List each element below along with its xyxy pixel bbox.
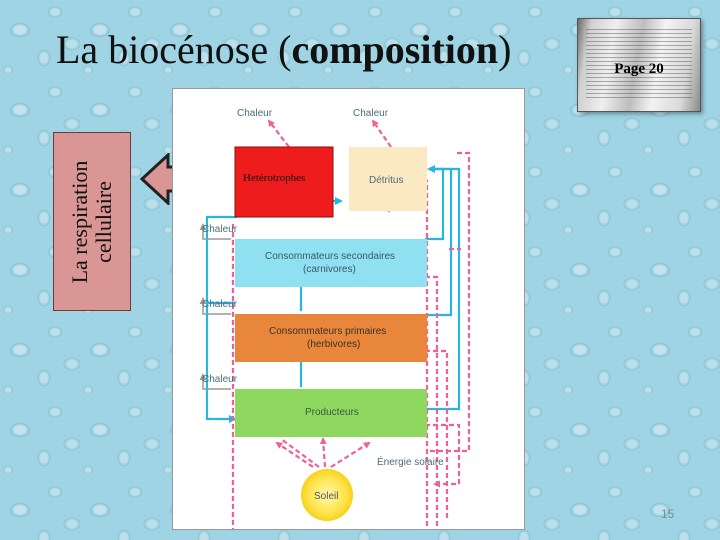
heat-label-top-left: Chaleur (237, 108, 273, 119)
secondary-consumers-box (235, 239, 427, 287)
title-bold: composition (291, 27, 499, 72)
heat-label-primary: Chaleur (202, 299, 238, 310)
title-close: ) (498, 27, 512, 72)
slide-title: La biocénose (composition) (56, 26, 511, 73)
gray-heat-arrows (199, 223, 231, 390)
heat-label-secondary: Chaleur (202, 224, 238, 235)
respiration-label-box: La respiration cellulaire (53, 132, 131, 311)
food-web-diagram: Chaleur Chaleur Hetérotrophes Détritus C… (172, 88, 525, 539)
heterotrophes-box (234, 146, 334, 218)
diagram-canvas: Chaleur Chaleur Hetérotrophes Détritus C… (199, 108, 471, 539)
producers-box (235, 389, 427, 437)
book-page-label: Page 20 (614, 61, 664, 77)
sun-label: Soleil (314, 491, 338, 502)
heat-label-top-right: Chaleur (353, 108, 389, 119)
solar-energy-label: Énergie solaire (377, 455, 444, 468)
pink-bracket-arrows (427, 151, 471, 453)
sun-icon (301, 469, 353, 521)
title-regular: La biocénose ( (56, 27, 292, 72)
respiration-label-line1: La respiration (67, 160, 92, 283)
respiration-label: La respiration cellulaire (67, 133, 116, 310)
detritus-label: Détritus (369, 175, 403, 186)
secondary-consumers-label: Consommateurs secondaires (265, 251, 395, 262)
detritus-box (349, 147, 427, 211)
producers-label: Producteurs (305, 407, 359, 418)
primary-consumers-label: Consommateurs primaires (269, 326, 386, 337)
primary-consumers-sublabel: (herbivores) (307, 339, 360, 350)
book-image: Page 20 (577, 18, 701, 112)
respiration-label-line2: cellulaire (91, 180, 116, 263)
slide-number: 15 (661, 507, 675, 521)
secondary-consumers-sublabel: (carnivores) (303, 264, 356, 275)
heat-label-producers: Chaleur (202, 374, 238, 385)
heterotrophes-label: Hetérotrophes (243, 172, 305, 184)
primary-consumers-box (235, 314, 427, 362)
book-text-lines (586, 29, 692, 99)
